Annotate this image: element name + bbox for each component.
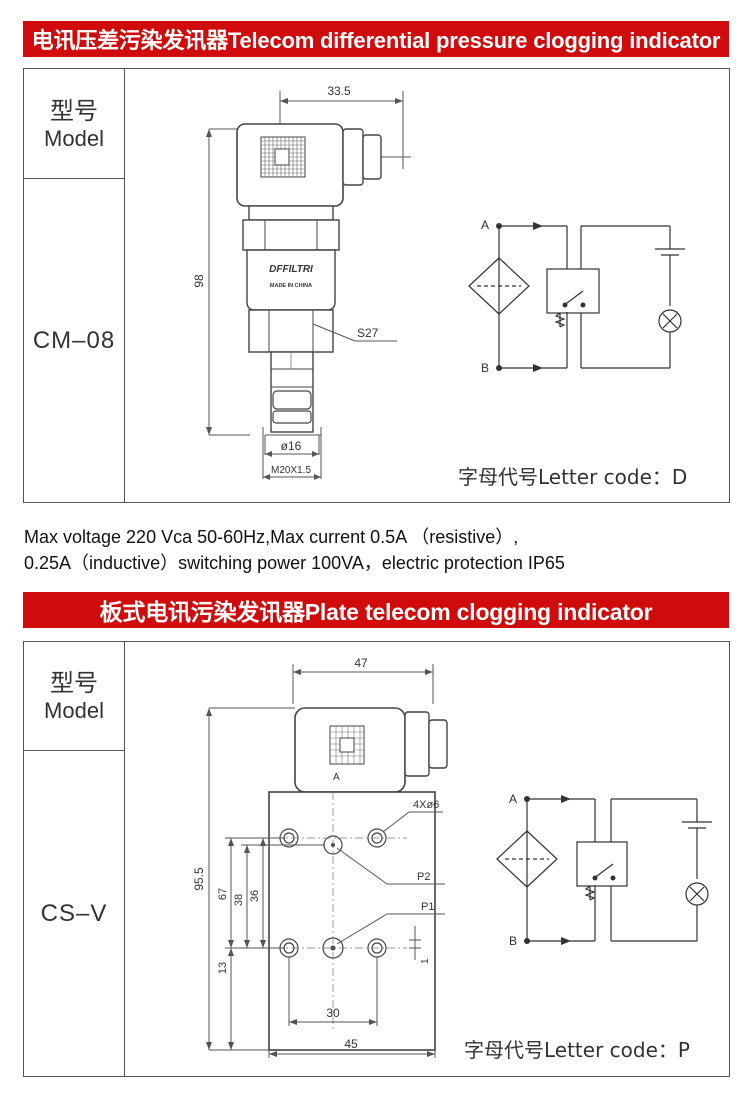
- dim-45: 45: [344, 1037, 358, 1051]
- dim-4x-o6: 4Xø6: [413, 799, 439, 811]
- dim-13: 13: [217, 962, 229, 974]
- dim-47: 47: [354, 656, 368, 670]
- cm08-panel: 型号 Model CM–08 33.5 98: [23, 68, 730, 503]
- csv-panel: 型号 Model CS–V 47 A: [23, 641, 730, 1077]
- model-header-en: Model: [44, 698, 104, 723]
- letter-code: 字母代号Letter code：P: [464, 1038, 690, 1062]
- port-b-label: B: [481, 361, 489, 375]
- model-code: CS–V: [40, 900, 108, 927]
- label-a-small: A: [333, 772, 340, 783]
- port-b-label: B: [509, 934, 517, 948]
- cm08-drawing: 33.5 98: [192, 84, 685, 480]
- model-header: 型号 Model: [24, 69, 124, 179]
- dim-30: 30: [326, 1006, 340, 1020]
- circuit-schematic: [468, 225, 685, 369]
- csv-drawing: 47 A 95.5: [192, 656, 712, 1058]
- spec-line-1: Max voltage 220 Vca 50-60Hz,Max current …: [24, 527, 519, 547]
- dim-38: 38: [233, 894, 245, 906]
- hex-nut: [242, 219, 340, 251]
- dim-36: 36: [249, 890, 261, 902]
- dim-67: 67: [217, 888, 229, 900]
- model-header-en: Model: [44, 125, 104, 151]
- dim-m20: M20X1.5: [271, 465, 311, 476]
- model-header-cn: 型号: [50, 669, 98, 697]
- letter-code: 字母代号Letter code：D: [458, 465, 688, 489]
- port-a-label: A: [481, 218, 489, 232]
- label-p2: P2: [417, 871, 430, 883]
- dim-98: 98: [192, 274, 206, 288]
- section2-banner: 板式电讯污染发讯器Plate telecom clogging indicato…: [23, 592, 729, 628]
- spec-line-2: 0.25A（inductive）switching power 100VA，el…: [24, 553, 565, 573]
- model-column: 型号 Model CS–V: [24, 642, 125, 1076]
- dim-33-5: 33.5: [327, 84, 351, 98]
- circuit-schematic: [496, 798, 712, 942]
- brand-label: DFFILTRI: [269, 264, 313, 275]
- made-in-label: MADE IN CHINA: [270, 283, 312, 289]
- model-header: 型号 Model: [24, 642, 124, 751]
- port-a-label: A: [509, 792, 517, 806]
- model-column: 型号 Model CM–08: [24, 69, 125, 502]
- model-header-cn: 型号: [50, 96, 98, 125]
- dim-o16: ø16: [281, 439, 302, 453]
- model-code: CM–08: [32, 327, 116, 354]
- label-p1: P1: [421, 901, 434, 913]
- dim-1: 1: [420, 958, 431, 964]
- indicator-body: [246, 249, 336, 311]
- section1-banner: 电讯压差污染发讯器Telecom differential pressure c…: [23, 21, 729, 57]
- spec-text: Max voltage 220 Vca 50-60Hz,Max current …: [24, 524, 565, 576]
- dim-95-5: 95.5: [192, 867, 206, 891]
- dim-s27: S27: [357, 326, 379, 340]
